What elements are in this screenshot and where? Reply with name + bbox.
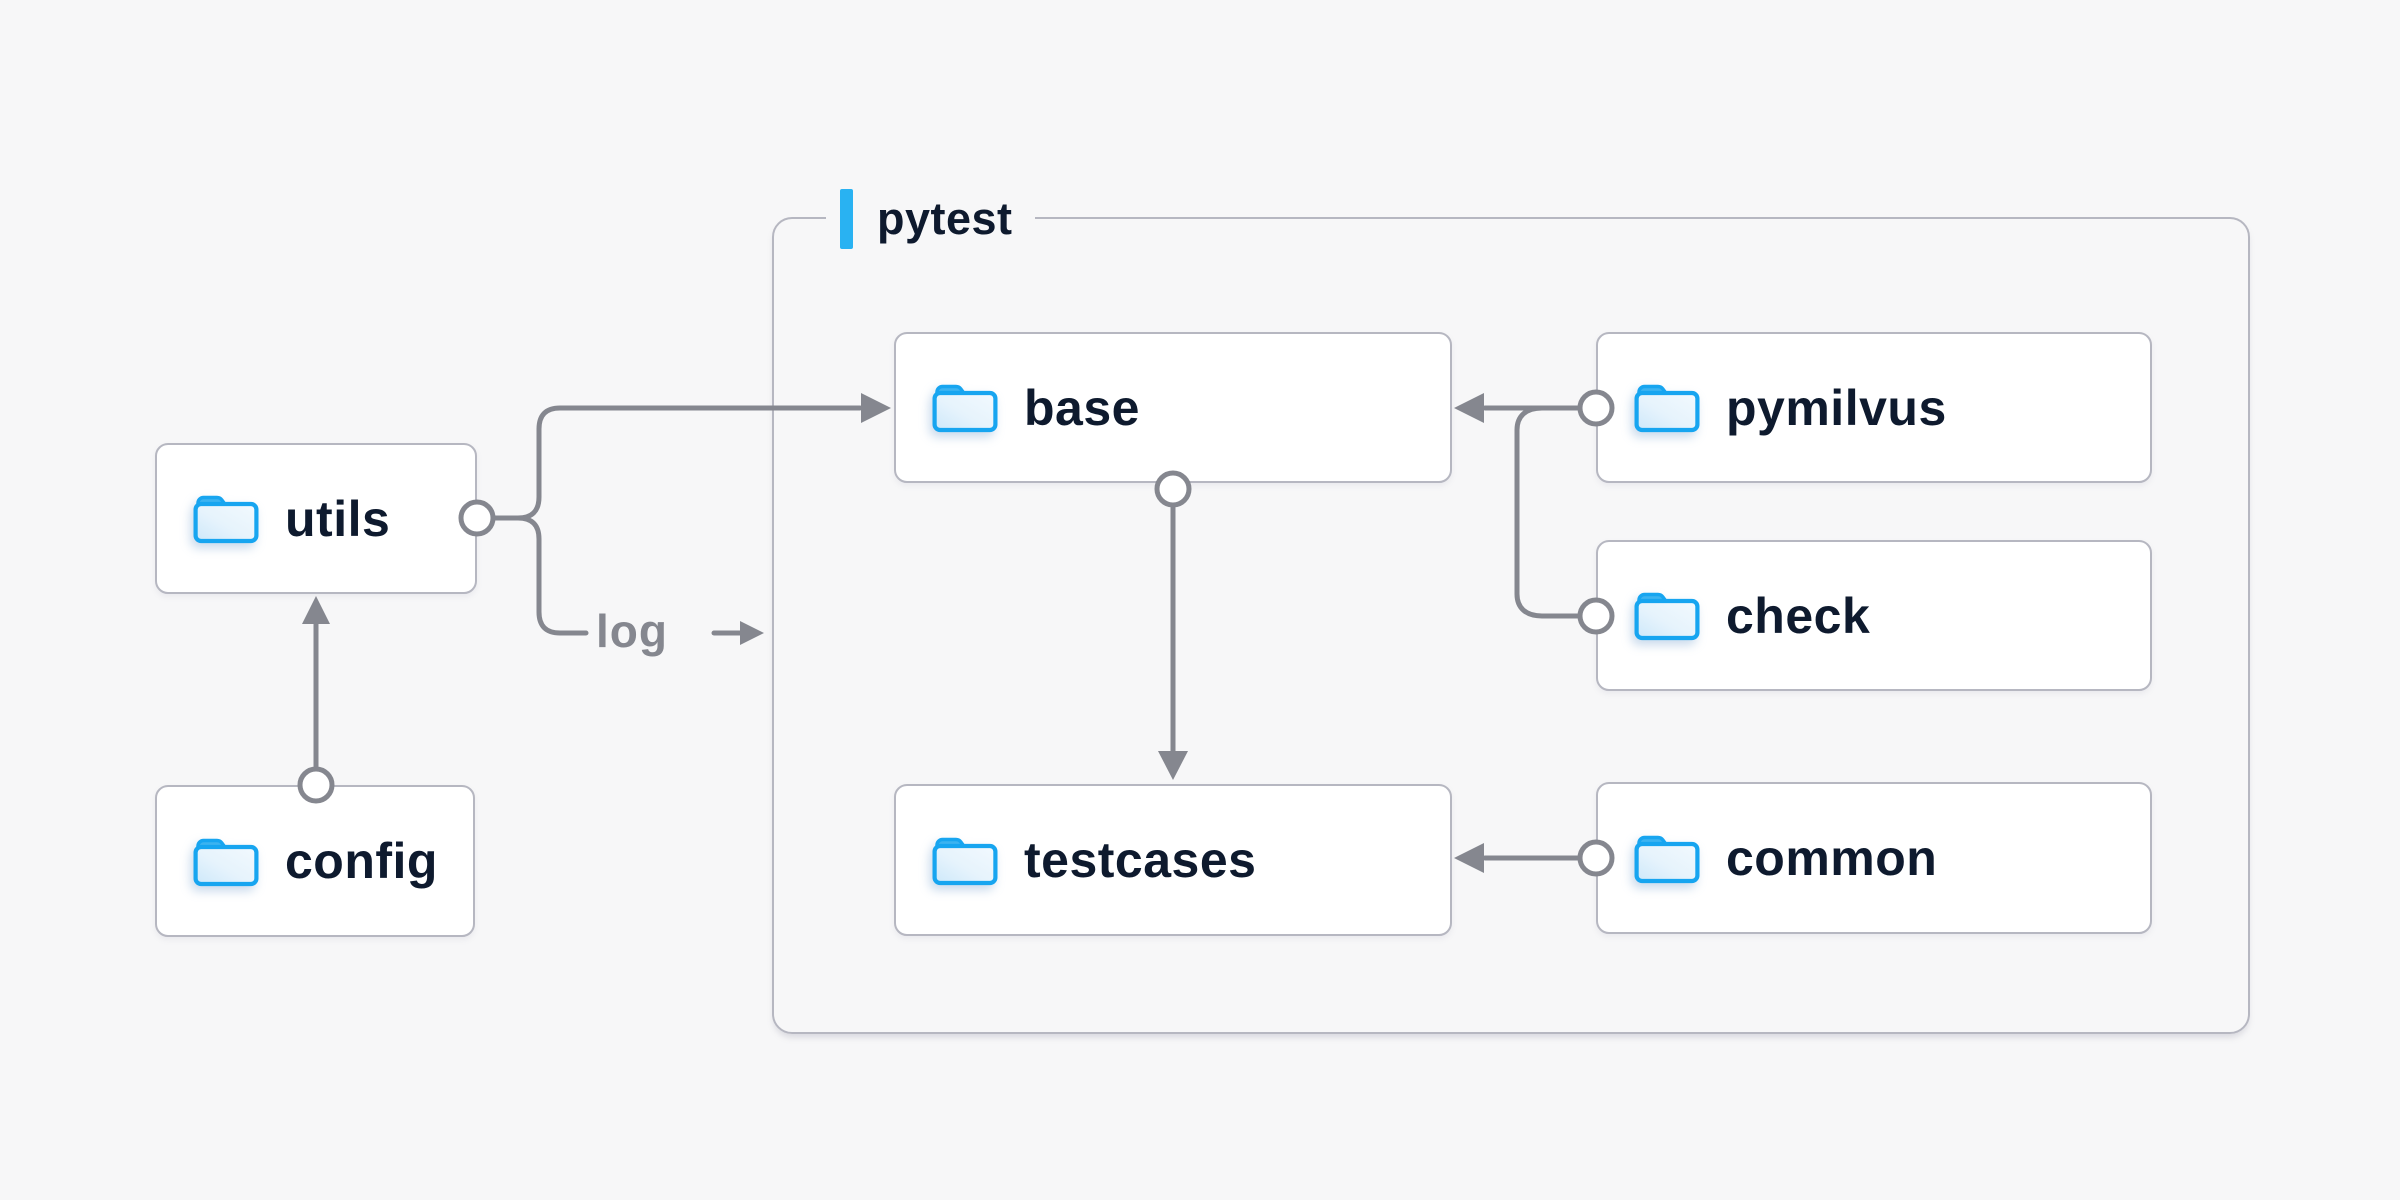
accent-bar <box>840 189 853 249</box>
node-common-label: common <box>1726 830 1938 886</box>
node-config: config <box>155 785 475 937</box>
edge-label-log: log <box>596 604 668 657</box>
node-testcases: testcases <box>894 784 1452 936</box>
folder-icon <box>1634 833 1700 884</box>
folder-icon <box>932 382 998 433</box>
node-base: base <box>894 332 1452 483</box>
pytest-container: pytest <box>772 186 2250 1034</box>
node-check: check <box>1596 540 2152 691</box>
node-testcases-label: testcases <box>1024 832 1257 888</box>
node-common: common <box>1596 782 2152 934</box>
folder-icon <box>193 493 259 544</box>
folder-icon <box>193 836 259 887</box>
node-utils-label: utils <box>285 490 391 547</box>
node-pymilvus-label: pymilvus <box>1726 379 1947 436</box>
node-pymilvus: pymilvus <box>1596 332 2152 483</box>
folder-icon <box>1634 382 1700 433</box>
node-utils: utils <box>155 443 477 594</box>
node-check-label: check <box>1726 587 1871 644</box>
pytest-container-title: pytest <box>877 193 1013 244</box>
node-config-label: config <box>285 833 438 889</box>
pytest-container-label: pytest <box>826 186 1035 252</box>
folder-icon <box>932 835 998 886</box>
node-base-label: base <box>1024 379 1140 436</box>
folder-icon <box>1634 590 1700 641</box>
edge-config-utils <box>297 596 335 804</box>
